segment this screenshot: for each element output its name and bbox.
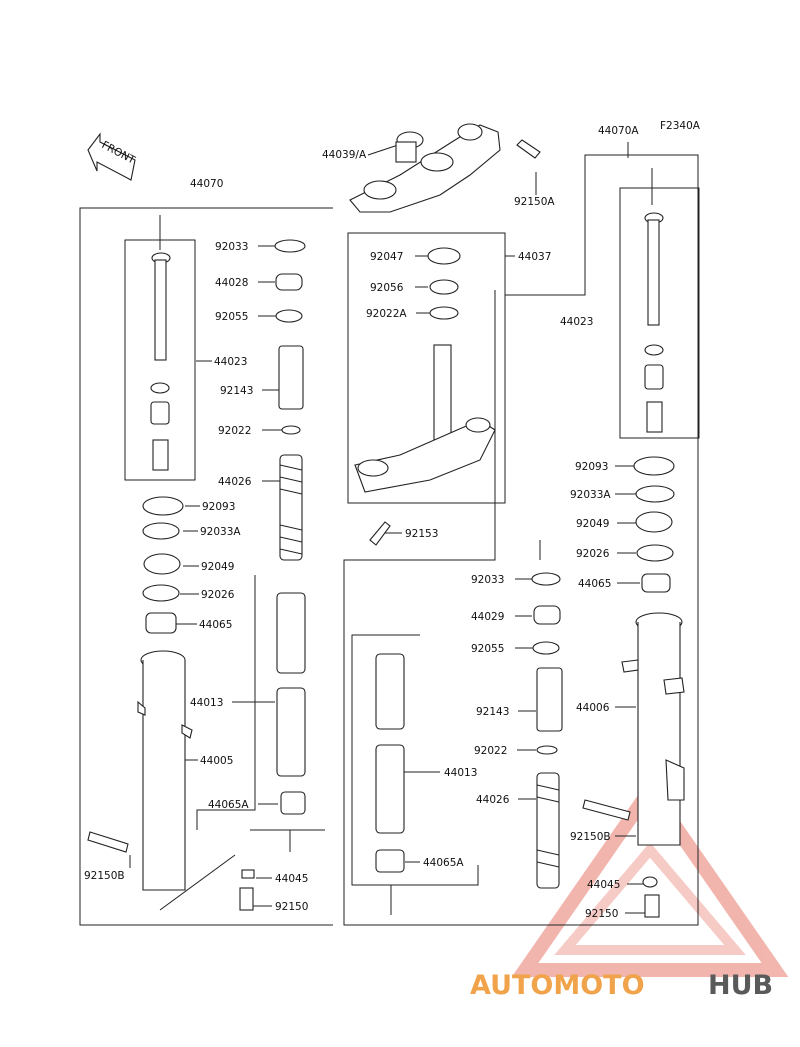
- label-92055: 92055: [215, 311, 248, 323]
- label-44045: 44045: [275, 873, 308, 885]
- front-arrow-icon: FRONT: [87, 132, 137, 181]
- right-outer-tube-44006: [582, 612, 685, 918]
- label-92056: 92056: [370, 282, 404, 294]
- leader-lines: [129, 142, 653, 915]
- label-44026-middle: 44026: [476, 794, 510, 806]
- label-92049: 92049: [201, 561, 234, 573]
- label-44023-right: 44023: [560, 316, 593, 328]
- label-92055-middle: 92055: [471, 643, 504, 655]
- label-92153: 92153: [405, 528, 438, 540]
- label-92022: 92022: [218, 425, 251, 437]
- label-92033: 92033: [215, 241, 248, 253]
- label-44065: 44065: [199, 619, 232, 631]
- watermark-part2: HUB: [708, 970, 773, 1001]
- left-rings-column: [239, 239, 306, 911]
- watermark-logo: [511, 777, 789, 977]
- label-92049-right: 92049: [576, 518, 609, 530]
- label-44013: 44013: [190, 697, 223, 709]
- label-44039A: 44039/A: [322, 149, 367, 161]
- label-92022A: 92022A: [366, 308, 407, 320]
- upper-bracket-44039: [349, 123, 541, 213]
- label-92033-middle: 92033: [471, 574, 504, 586]
- part-number-labels: 44070 44070A 44039/A 92150A 92033 44028 …: [84, 125, 639, 920]
- label-92150-right: 92150: [585, 908, 618, 920]
- label-44037: 44037: [518, 251, 551, 263]
- label-92033A-right: 92033A: [570, 489, 611, 501]
- label-44023-left: 44023: [214, 356, 247, 368]
- diagram-code: F2340A: [660, 120, 701, 132]
- label-92026-right: 92026: [576, 548, 610, 560]
- middle-spring-44026: [536, 772, 560, 889]
- label-44026: 44026: [218, 476, 252, 488]
- label-44070: 44070: [190, 178, 223, 190]
- steering-stem-44037: [354, 247, 496, 546]
- label-44028: 44028: [215, 277, 248, 289]
- label-44045-right: 44045: [587, 879, 620, 891]
- label-92143-middle: 92143: [476, 706, 509, 718]
- label-92047: 92047: [370, 251, 403, 263]
- label-92026: 92026: [201, 589, 235, 601]
- label-44013-middle: 44013: [444, 767, 477, 779]
- label-44065A-middle: 44065A: [423, 857, 464, 869]
- label-92150A: 92150A: [514, 196, 555, 208]
- label-92093-right: 92093: [575, 461, 608, 473]
- label-44065A: 44065A: [208, 799, 249, 811]
- middle-parts-column: [375, 572, 563, 889]
- right-seals: [633, 456, 675, 593]
- label-92150B-right: 92150B: [570, 831, 611, 843]
- left-spring-44026: [279, 454, 303, 561]
- left-outer-tube-44005: [87, 650, 193, 891]
- right-inner-tube: [644, 212, 664, 433]
- watermark-part1: AUTOMOTO: [470, 970, 645, 1001]
- label-44065-right: 44065: [578, 578, 611, 590]
- label-92150B: 92150B: [84, 870, 125, 882]
- label-44006: 44006: [576, 702, 610, 714]
- left-inner-tube: [150, 252, 171, 471]
- label-44029: 44029: [471, 611, 504, 623]
- label-92033A: 92033A: [200, 526, 241, 538]
- label-92093: 92093: [202, 501, 235, 513]
- watermark-text: AUTOMOTO HUB: [470, 970, 773, 1001]
- label-92150: 92150: [275, 901, 308, 913]
- label-92143: 92143: [220, 385, 253, 397]
- left-seals: [142, 496, 184, 634]
- label-44005: 44005: [200, 755, 233, 767]
- label-92022-middle: 92022: [474, 745, 507, 757]
- label-44070A: 44070A: [598, 125, 639, 137]
- left-fork-frame: [79, 154, 700, 926]
